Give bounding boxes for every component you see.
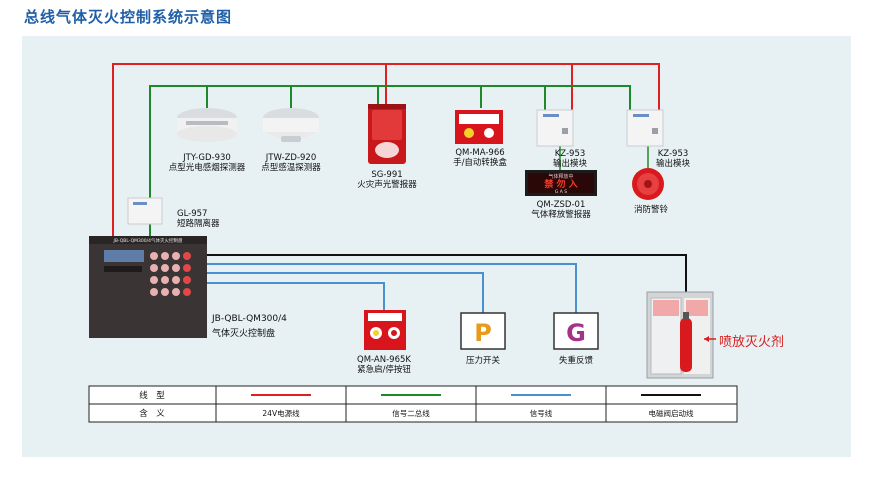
legend-meaning-signal: 信号线 <box>530 408 553 418</box>
output-module-1-name: 输出模块 <box>553 158 588 169</box>
indicator-sign-sub: G A S <box>555 189 567 195</box>
callout-arrowhead <box>704 336 709 342</box>
panel-led <box>161 288 169 296</box>
emergency-button-name: 紧急启/停按钮 <box>357 364 411 375</box>
manual-auto-switch-box <box>455 110 503 144</box>
indicator-name: 气体释放警报器 <box>531 209 591 220</box>
heat-detector-model: JTW-ZD-920 <box>265 153 317 163</box>
isolator-model: GL-957 <box>177 209 207 219</box>
panel-led <box>172 252 180 260</box>
loss-feedback-device <box>553 312 599 350</box>
output-module-2-model: KZ-953 <box>658 149 689 159</box>
fire-bell <box>632 168 664 200</box>
output-module-2 <box>626 109 664 147</box>
switch-box-name: 手/自动转换盒 <box>453 157 507 168</box>
output-module-2-name: 输出模块 <box>656 158 691 169</box>
signal-line-pressure <box>207 272 484 313</box>
legend-header-meaning: 含 义 <box>139 408 165 419</box>
pressure-switch-name: 压力开关 <box>466 355 501 366</box>
short-circuit-isolator <box>127 197 163 225</box>
isolator-name: 短路隔离器 <box>177 218 220 229</box>
indicator-sign-top: 气体释放中 <box>548 173 573 180</box>
signal-line-button <box>207 282 385 310</box>
alarm-name: 火灾声光警报器 <box>357 179 417 190</box>
gas-release-indicator <box>525 170 597 196</box>
panel-led <box>172 264 180 272</box>
switch-box-model: QM-MA-966 <box>455 148 504 158</box>
smoke-detector-model: JTY-GD-930 <box>182 153 231 163</box>
fire-bell-name: 消防警铃 <box>634 204 669 215</box>
heat-detector <box>263 108 319 142</box>
indicator-model: QM-ZSD-01 <box>537 200 586 210</box>
control-panel-plate: JB-QBL-QM300/4气体灭火控制盘 <box>113 237 183 244</box>
panel-led <box>183 288 191 296</box>
discharge-callout: 喷放灭火剂 <box>719 335 785 350</box>
control-panel-name: 气体灭火控制盘 <box>212 327 275 339</box>
panel-led <box>183 264 191 272</box>
output-module-1 <box>536 109 574 147</box>
heat-detector-name: 点型感温探测器 <box>261 162 321 173</box>
panel-led <box>172 288 180 296</box>
panel-led <box>150 276 158 284</box>
emergency-button-model: QM-AN-965K <box>357 355 411 365</box>
output-module-1-model: KZ-953 <box>555 149 586 159</box>
control-panel-model: JB-QBL-QM300/4 <box>211 314 287 324</box>
sound-light-alarm <box>368 104 406 164</box>
panel-led <box>150 288 158 296</box>
panel-led <box>183 276 191 284</box>
emergency-button <box>364 310 406 350</box>
panel-led <box>161 252 169 260</box>
bus-line-main <box>149 85 631 200</box>
panel-led <box>172 276 180 284</box>
smoke-detector-name: 点型光电感烟探测器 <box>169 162 246 173</box>
legend-meaning-valve: 电磁阀启动线 <box>649 408 694 418</box>
panel-led <box>150 252 158 260</box>
legend-meaning-power: 24V电源线 <box>262 408 300 418</box>
legend-header-line-type: 线 型 <box>139 390 165 401</box>
legend-meaning-bus: 信号二总线 <box>392 408 430 418</box>
page-title: 总线气体灭火控制系统示意图 <box>24 8 233 26</box>
extinguisher-cabinet <box>646 291 714 379</box>
panel-led <box>161 264 169 272</box>
smoke-detector <box>177 108 237 142</box>
signal-line-feedback <box>207 263 577 313</box>
signal-wiring <box>207 263 577 313</box>
pressure-switch <box>460 312 506 350</box>
control-panel <box>89 236 207 338</box>
bus-wiring <box>149 85 631 236</box>
panel-led <box>161 276 169 284</box>
indicator-sign-main: 禁 勿 入 <box>544 178 577 190</box>
panel-led <box>183 252 191 260</box>
valve-line <box>207 254 687 292</box>
loss-feedback-name: 失重反馈 <box>559 355 594 366</box>
pressure-switch-letter: P <box>474 319 492 347</box>
legend-table <box>88 385 738 423</box>
control-panel-indicators <box>150 252 191 296</box>
alarm-model: SG-991 <box>371 170 402 180</box>
loss-feedback-letter: G <box>566 319 586 347</box>
panel-led <box>150 264 158 272</box>
